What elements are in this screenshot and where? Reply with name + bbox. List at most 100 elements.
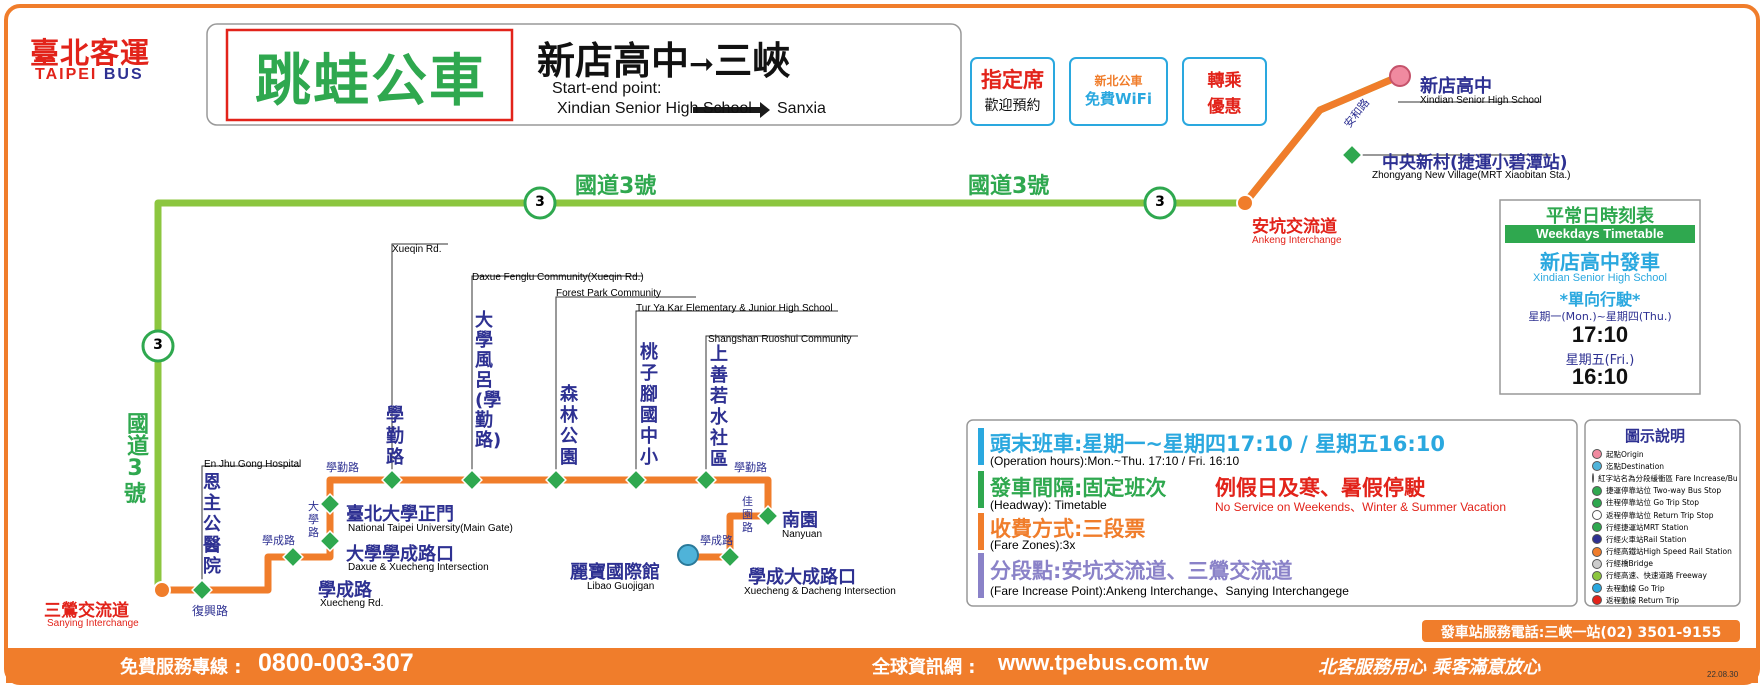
stop-dacheng-en: Xuecheng & Dacheng Intersection <box>744 586 896 597</box>
stop-nanyuan-en: Nanyuan <box>782 529 823 540</box>
road-daxue-b: 路 <box>308 526 319 539</box>
badge-transfer-l2: 優惠 <box>1207 97 1242 117</box>
stop-fenglu-en: Daxue Fenglu Community(Xueqin Rd.) <box>472 272 644 283</box>
stop-markers <box>191 144 1363 601</box>
road-xueqin-1: 學勤路 <box>326 461 359 474</box>
route-to: 三峽 <box>714 39 791 83</box>
legend-text: 返程停靠站位 Return Trip Stop <box>1606 510 1714 520</box>
legend-text: 往程停靠站位 Go Trip Stop <box>1606 498 1700 508</box>
legend-item: 往程停靠站位 Go Trip Stop <box>1592 497 1737 509</box>
shield-number-mid2: 3 <box>1155 194 1165 210</box>
legend-swatch <box>1592 534 1602 545</box>
road-fuxing: 復興路 <box>192 604 229 618</box>
stop-xuecheng-en: Xuecheng Rd. <box>320 598 384 609</box>
road-xuecheng-2: 學成路 <box>700 534 733 547</box>
libao-marker <box>677 544 699 566</box>
brand-name-en: TAIPEI BUS <box>35 66 144 84</box>
info-hours-en: (Operation hours):Mon.~Thu. 17:10 / Fri.… <box>990 454 1240 468</box>
tt-fri: 星期五(Fri.) <box>1565 353 1635 368</box>
stop-ankeng-cn: 安坑交流道 <box>1252 217 1337 237</box>
xindian-segment <box>1242 72 1402 206</box>
stop-sanying-cn: 三鶯交流道 <box>44 601 129 621</box>
road-xuecheng: 學成路 <box>262 534 295 547</box>
stop-shangshan-cn: 上善若水社區 <box>710 344 728 470</box>
legend-swatch <box>1592 595 1602 606</box>
legend-item: 行經高鐵站High Speed Rail Station <box>1592 546 1737 558</box>
hv3: 號 <box>123 482 146 507</box>
phone-chip: 發車站服務電話:三峽一站(02) 3501-9155 <box>1440 625 1722 641</box>
hv2: 3 <box>127 456 143 481</box>
leader-lines <box>201 101 1552 590</box>
legend-text: 迄點Destination <box>1606 461 1665 471</box>
badge-reserve-box <box>970 57 1055 126</box>
legend-text: 行經火車站Rail Station <box>1606 534 1687 544</box>
info-fare-en: (Fare Zones):3x <box>990 538 1076 552</box>
legend-swatch <box>1592 583 1602 594</box>
highway-shield-mid1 <box>523 186 557 220</box>
info-bar-1 <box>978 428 984 465</box>
badge-reserve-l2: 歡迎預約 <box>984 98 1041 114</box>
tt-depart-en: Xindian Senior High School <box>1533 272 1667 284</box>
local-route-line <box>158 476 772 594</box>
info-bar-2 <box>978 471 984 508</box>
badge-transfer-l1: 轉乘 <box>1207 71 1242 91</box>
stop-daxue-en: Daxue & Xuecheng Intersection <box>348 562 489 573</box>
stop-nanyuan-cn: 南園 <box>782 510 818 531</box>
stop-zy-en: Zhongyang New Village(MRT Xiaobitan Sta.… <box>1372 170 1571 181</box>
stop-enzhu-cn: 恩主公醫院 <box>203 472 221 577</box>
info-bar-3 <box>978 513 984 550</box>
info-hours-cn: 頭末班車:星期一~星期四17:10 / 星期五16:10 <box>990 432 1445 456</box>
legend-item: 去程動線 Go Trip <box>1592 582 1737 594</box>
road-jiayuan-b: 路 <box>742 521 753 534</box>
info-box <box>966 419 1578 607</box>
road-jiayuan: 佳園路 <box>742 495 756 534</box>
stop-libao-cn: 麗寶國際館 <box>570 562 660 583</box>
legend-text: 去程動線 Go Trip <box>1606 583 1665 593</box>
info-noservice-cn: 例假日及寒、暑假停駛 <box>1215 476 1425 500</box>
legend-text: 返程動線 Return Trip <box>1606 595 1680 605</box>
highway-label-2: 國道3號 <box>968 174 1050 199</box>
legend-item: 行經捷運站MRT Station <box>1592 521 1737 533</box>
badge-reserve-l1: 指定席 <box>981 68 1044 92</box>
brand-en-a: TAIPEI <box>35 66 98 83</box>
stop-ntpu-en: National Taipei University(Main Gate) <box>348 523 513 534</box>
legend-swatch <box>1592 497 1602 508</box>
stop-sanying-en: Sanying Interchange <box>47 618 139 629</box>
stop-xueqin-en: Xueqin Rd. <box>392 244 442 255</box>
tt-oneway: *單向行駛* <box>1559 290 1641 309</box>
stop-forest-cn: 森林公園 <box>560 384 578 468</box>
shield-number-mid1: 3 <box>535 194 545 210</box>
badge-wifi-l2: 免費WiFi <box>1084 90 1153 108</box>
legend-text: 行經橋Bridge <box>1606 559 1653 569</box>
stop-origin-en: Xindian Senior High School <box>1420 95 1542 106</box>
legend-swatch <box>1592 485 1602 496</box>
legend-swatch <box>1592 510 1602 521</box>
legend-swatch <box>1592 449 1602 460</box>
stop-xuecheng-cn: 學成路 <box>318 580 372 601</box>
info-fip-en: (Fare Increase Point):Ankeng Interchange… <box>990 584 1349 598</box>
route-arrow: ➞ <box>689 47 715 82</box>
tt-title-cn: 平常日時刻表 <box>1546 206 1654 227</box>
legend-item: 行經火車站Rail Station <box>1592 533 1737 545</box>
slogan: 北客服務用心 乘客滿意放心 <box>1318 657 1541 678</box>
legend-title: 圖示說明 <box>1625 427 1686 445</box>
stop-forest-en: Forest Park Community <box>556 288 662 299</box>
legend-item: 紅字站名為分段緩衝區 Fare Increase/Buffer Zone <box>1592 472 1737 484</box>
legend-swatch <box>1592 558 1602 569</box>
hv1: 國道 <box>123 412 148 456</box>
info-fip-cn: 分段點:安坑交流道、三鶯交流道 <box>990 559 1293 583</box>
badge-transfer-box <box>1182 57 1267 126</box>
road-jiayuan-a: 佳園 <box>742 495 753 521</box>
highway-label-1: 國道3號 <box>575 174 657 199</box>
logo-text: 跳蛙公車 <box>255 49 487 114</box>
legend-swatch <box>1592 546 1602 557</box>
route-from: 新店高中 <box>537 39 690 83</box>
legend-text: 紅字站名為分段緩衝區 Fare Increase/Buffer Zone <box>1598 473 1737 483</box>
legend-box <box>1584 419 1741 607</box>
legend-swatch <box>1592 473 1594 484</box>
highway-shield-left <box>141 329 175 363</box>
stop-libao-en: Libao Guojigan <box>587 581 655 592</box>
